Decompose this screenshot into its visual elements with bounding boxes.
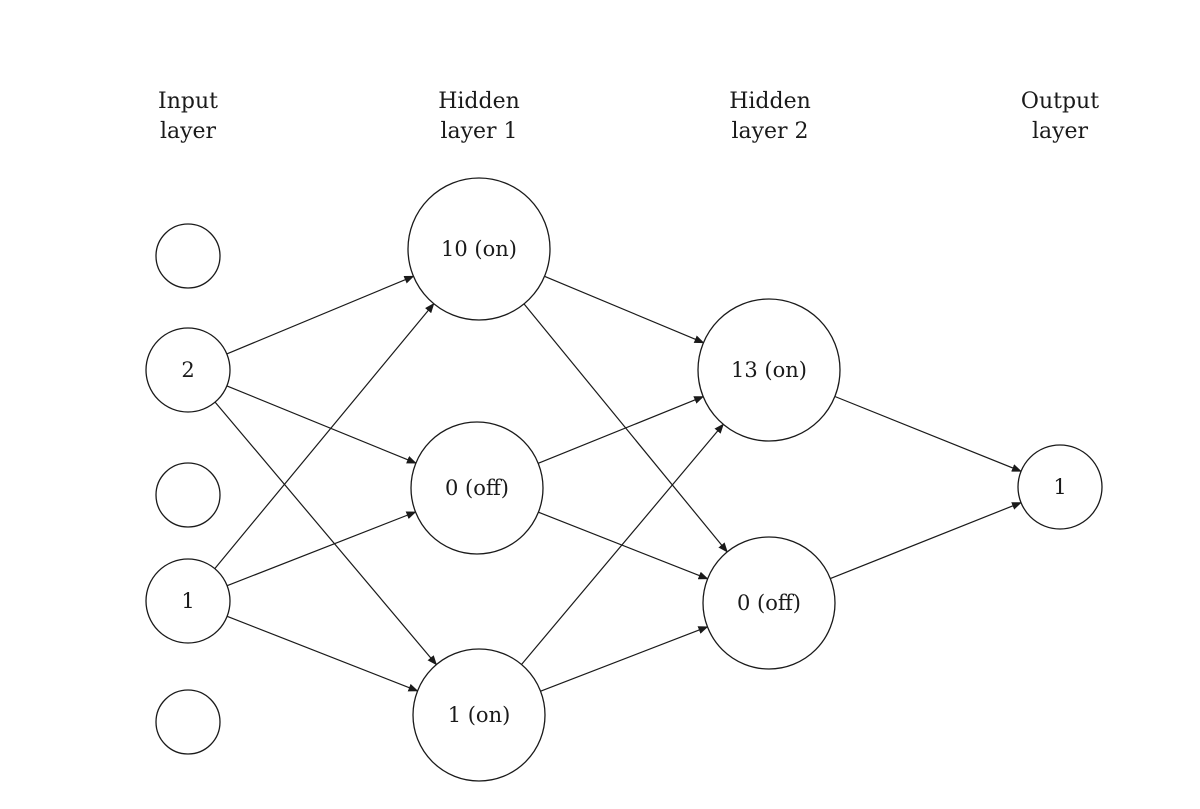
layer-title-hidden2-line1: Hidden [729,89,811,114]
node-input-3 [155,462,221,528]
arrow-in2-to-h1a [226,275,415,355]
nodes: 2 1 10 (on) 0 (off) 1 (on) 13 (on) [145,177,1103,782]
node-label: 13 (on) [731,358,807,382]
arrow-in4-to-h1b [226,511,417,587]
node-hidden2-1: 13 (on) [697,298,841,442]
layer-titles: Input layer Hidden layer 1 Hidden layer … [158,89,1099,144]
node-input-1 [155,223,221,289]
node-label: 1 (on) [448,703,511,727]
arrow-h1b-to-h2b [538,511,709,580]
arrow-in4-to-h1a [214,302,435,569]
layer-title-output-line2: layer [1032,119,1089,144]
arrow-in2-to-h1c [214,401,438,666]
layer-title-hidden1-line2: layer 1 [440,119,517,144]
layer-title-hidden2-line2: layer 2 [731,119,808,144]
node-hidden1-3: 1 (on) [412,648,546,782]
layer-title-output-line1: Output [1021,89,1099,114]
node-label: 2 [181,358,194,382]
layer-title-input-line1: Input [158,89,218,114]
node-output-1: 1 [1017,444,1103,530]
node-label: 0 (off) [737,591,801,615]
arrow-h1a-to-h2a [544,275,705,344]
arrow-h1b-to-h2a [537,396,705,464]
arrow-in2-to-h1b [226,385,417,464]
arrow-h1c-to-h2a [521,423,724,665]
node-label: 10 (on) [441,237,517,261]
node-hidden1-1: 10 (on) [407,177,551,321]
node-input-5 [155,689,221,755]
node-label: 0 (off) [445,476,509,500]
arrow-h2a-to-out1 [834,395,1022,472]
node-input-4: 1 [145,558,231,644]
arrow-h2b-to-out1 [830,502,1022,580]
layer-title-input-line2: layer [160,119,217,144]
connection-arrows [214,275,1022,692]
layer-title-hidden1-line1: Hidden [438,89,520,114]
node-label: 1 [1053,475,1066,499]
node-label: 1 [181,589,194,613]
node-hidden1-2: 0 (off) [410,421,544,555]
arrow-in4-to-h1c [226,615,419,692]
arrow-h1c-to-h2b [540,626,709,692]
node-hidden2-2: 0 (off) [702,536,836,670]
node-input-2: 2 [145,327,231,413]
